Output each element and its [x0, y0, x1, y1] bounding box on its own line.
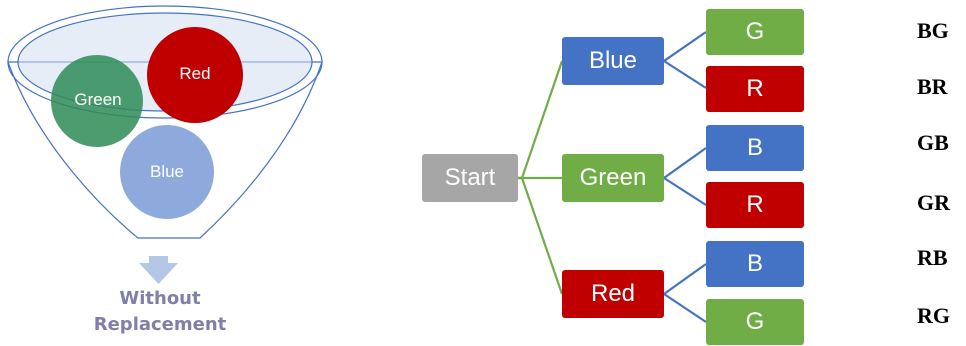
ball-label-green: Green [74, 90, 122, 109]
outcome-rg: RG [917, 303, 950, 328]
tree-connectors [518, 31, 707, 323]
outcome-gb: GB [917, 130, 949, 155]
connector-start-blue [518, 60, 564, 180]
tree-leaf-green-r: R [706, 182, 804, 228]
outcome-rb: RB [917, 245, 948, 270]
ball-blue [120, 125, 214, 219]
ball-label-red: Red [179, 64, 211, 83]
tree-node-blue: Blue [562, 37, 664, 85]
caption-without: Without [119, 288, 201, 309]
ball-green [51, 55, 143, 147]
tree-leaf-red-g: G [706, 299, 804, 345]
tree-node-green: Green [562, 154, 664, 202]
funnel-body [7, 61, 323, 239]
connector-start-red [518, 176, 564, 295]
outcome-br: BR [917, 74, 948, 99]
connector-blue-branches [662, 31, 707, 89]
outcome-gr: GR [917, 190, 950, 215]
ball-label-blue: Blue [149, 162, 185, 181]
tree-node-start: Start [422, 154, 518, 202]
funnel [7, 5, 323, 284]
tree-leaf-red-b: B [706, 241, 804, 287]
tree-leaf-blue-r: R [706, 66, 804, 112]
tree-leaf-blue-g: G [706, 9, 804, 55]
tree-node-red: Red [562, 270, 664, 318]
tree-leaf-green-b: B [706, 125, 804, 171]
connector-red-branches [662, 263, 707, 323]
ball-red [147, 27, 243, 123]
connector-green-branches [662, 147, 707, 206]
down-arrow-icon [139, 256, 178, 284]
caption-replacement: Replacement [93, 314, 227, 335]
funnel-rim-outer [7, 5, 323, 119]
outcome-bg: BG [917, 18, 949, 43]
